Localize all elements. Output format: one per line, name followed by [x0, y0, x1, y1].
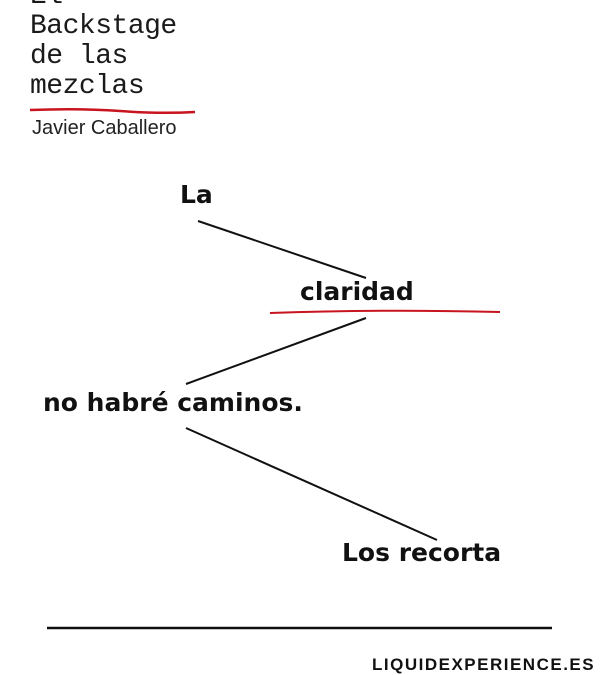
author-name: Javier Caballero — [32, 117, 177, 139]
connector-line — [197, 220, 367, 279]
title-line-1: El — [30, 0, 63, 11]
title-line-4: mezclas — [30, 71, 145, 102]
word-no-habre-caminos: no habré caminos. — [43, 388, 303, 417]
word-claridad: claridad — [300, 277, 414, 306]
connector-line — [185, 317, 367, 385]
connector-line — [185, 427, 438, 541]
footer-site-link[interactable]: LIQUIDEXPERIENCE.ES — [372, 655, 596, 674]
title-line-2: Backstage — [30, 11, 177, 42]
title-underline — [29, 107, 196, 115]
title-line-3: de las — [30, 41, 128, 72]
claridad-underline — [269, 309, 501, 314]
word-los-recorta: Los recorta — [342, 538, 502, 567]
word-la: La — [180, 180, 213, 209]
